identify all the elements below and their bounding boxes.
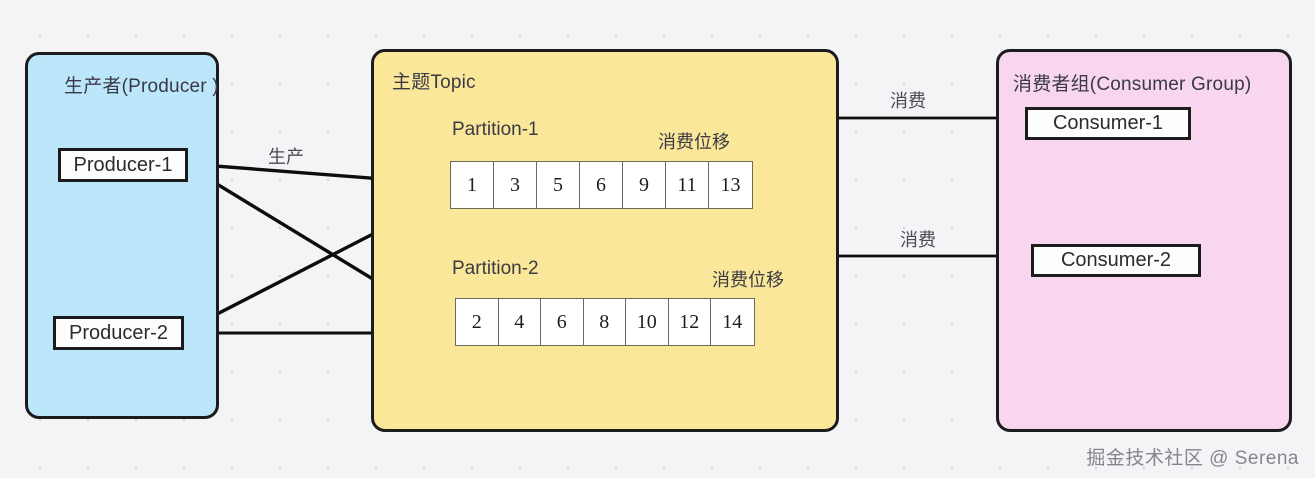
- partition-cell: 2: [456, 299, 499, 345]
- producer-panel: 生产者(Producer ): [25, 52, 219, 419]
- partition-cell: 6: [580, 162, 623, 208]
- partition-cell: 12: [669, 299, 711, 345]
- partition-1-label: Partition-1: [452, 119, 539, 140]
- partition-cell: 1: [451, 162, 494, 208]
- partition-cell: 6: [541, 299, 584, 345]
- partition-cell: 5: [537, 162, 580, 208]
- produce-edge-label: 生产: [268, 147, 304, 167]
- consumer-group-panel-title: 消费者组(Consumer Group): [1013, 74, 1252, 95]
- partition-cell: 10: [626, 299, 669, 345]
- producer-panel-title: 生产者(Producer ): [64, 76, 219, 97]
- consume-edge-label-1: 消费: [890, 91, 926, 111]
- partition-cell: 14: [722, 310, 743, 333]
- offset-label-partition-2: 消费位移: [712, 270, 784, 290]
- topic-panel-title: 主题Topic: [392, 72, 476, 93]
- producer-2-node[interactable]: Producer-2: [53, 316, 184, 350]
- partition-cell: 13: [720, 173, 741, 196]
- consumer-1-node[interactable]: Consumer-1: [1025, 107, 1191, 140]
- partition-2-label: Partition-2: [452, 258, 539, 279]
- partition-cell: 8: [584, 299, 626, 345]
- producer-1-node[interactable]: Producer-1: [58, 148, 188, 182]
- partition-cell: 9: [623, 162, 666, 208]
- topic-panel: 主题Topic: [371, 49, 839, 432]
- offset-label-partition-1: 消费位移: [658, 132, 730, 152]
- partition-cell: 3: [494, 162, 537, 208]
- watermark: 掘金技术社区 @ Serena: [1086, 448, 1299, 469]
- consumer-2-node[interactable]: Consumer-2: [1031, 244, 1201, 277]
- partition-cell: 11: [666, 162, 709, 208]
- partition-cell: 4: [499, 299, 541, 345]
- consume-edge-label-2: 消费: [900, 230, 936, 250]
